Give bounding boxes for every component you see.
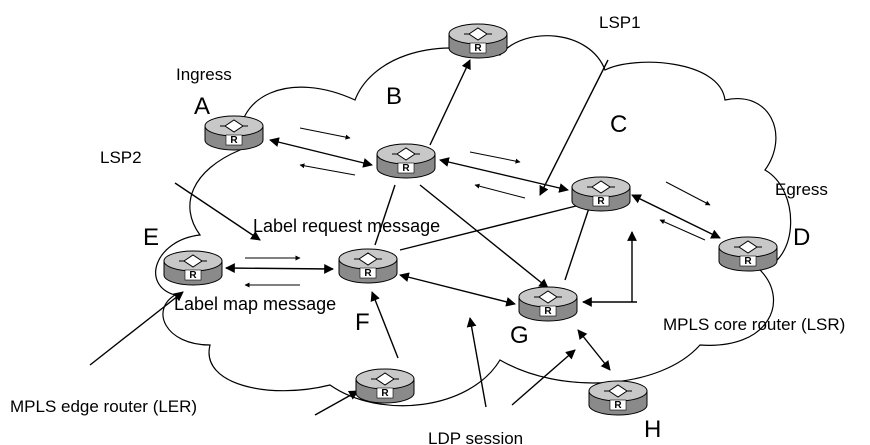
router-glyph: R [402, 163, 410, 174]
router-glyph: R [597, 196, 605, 207]
ldp-session-label: LDP session [428, 429, 523, 445]
edge-router-label: MPLS edge router (LER) [10, 397, 197, 416]
egress-label: Egress [775, 180, 828, 199]
link-a-b [269, 137, 373, 168]
link-b-g [419, 184, 549, 289]
link-b-top [429, 59, 471, 146]
node-label-d: D [793, 224, 810, 251]
ler-pointer-e [89, 291, 184, 366]
ler-pointer-bottom [314, 390, 359, 416]
ldp-pointer-1 [466, 317, 487, 408]
node-label-h: H [644, 416, 661, 443]
network-cloud [155, 35, 792, 407]
link-b-c [439, 157, 569, 193]
links [89, 59, 721, 416]
router-glyph: R [230, 135, 238, 146]
link-c-g [564, 204, 591, 281]
link-bottom-f [370, 291, 399, 359]
node-label-g: G [510, 322, 529, 349]
node-label-e: E [143, 224, 159, 251]
router-glyph: R [474, 43, 482, 54]
node-label-c: C [610, 111, 627, 138]
router-glyph: R [744, 256, 752, 267]
node-letters: A B C D E F G H [143, 83, 810, 443]
label-request-label: Label request message [253, 216, 440, 236]
link-f-g [399, 272, 516, 307]
router-glyph: R [189, 270, 197, 281]
label-map-label: Label map message [174, 294, 336, 314]
link-f-c [399, 204, 581, 251]
node-label-b: B [386, 83, 402, 110]
router-glyph: R [614, 400, 622, 411]
link-f-b [374, 184, 396, 246]
node-label-a: A [194, 93, 210, 120]
link-g-h [577, 329, 611, 371]
lsp2-pointer [174, 182, 261, 241]
ingress-label: Ingress [176, 65, 232, 84]
ldp-pointer-2 [511, 349, 576, 406]
lsp2-label: LSP2 [100, 148, 142, 167]
link-c-d [631, 194, 721, 239]
core-router-label: MPLS core router (LSR) [663, 315, 845, 334]
message-flow-arrows [244, 127, 711, 288]
router-glyph: R [381, 388, 389, 399]
router-glyphs: R R R R R R R R R R [189, 43, 752, 411]
lsp1-label: LSP1 [599, 13, 641, 32]
router-glyph: R [544, 306, 552, 317]
node-label-f: F [355, 309, 370, 336]
router-glyph: R [364, 268, 372, 279]
link-e-f [225, 263, 334, 274]
annotation-labels: Ingress Egress LSP1 LSP2 Label request m… [10, 13, 845, 445]
lsp1-pointer [539, 59, 609, 196]
